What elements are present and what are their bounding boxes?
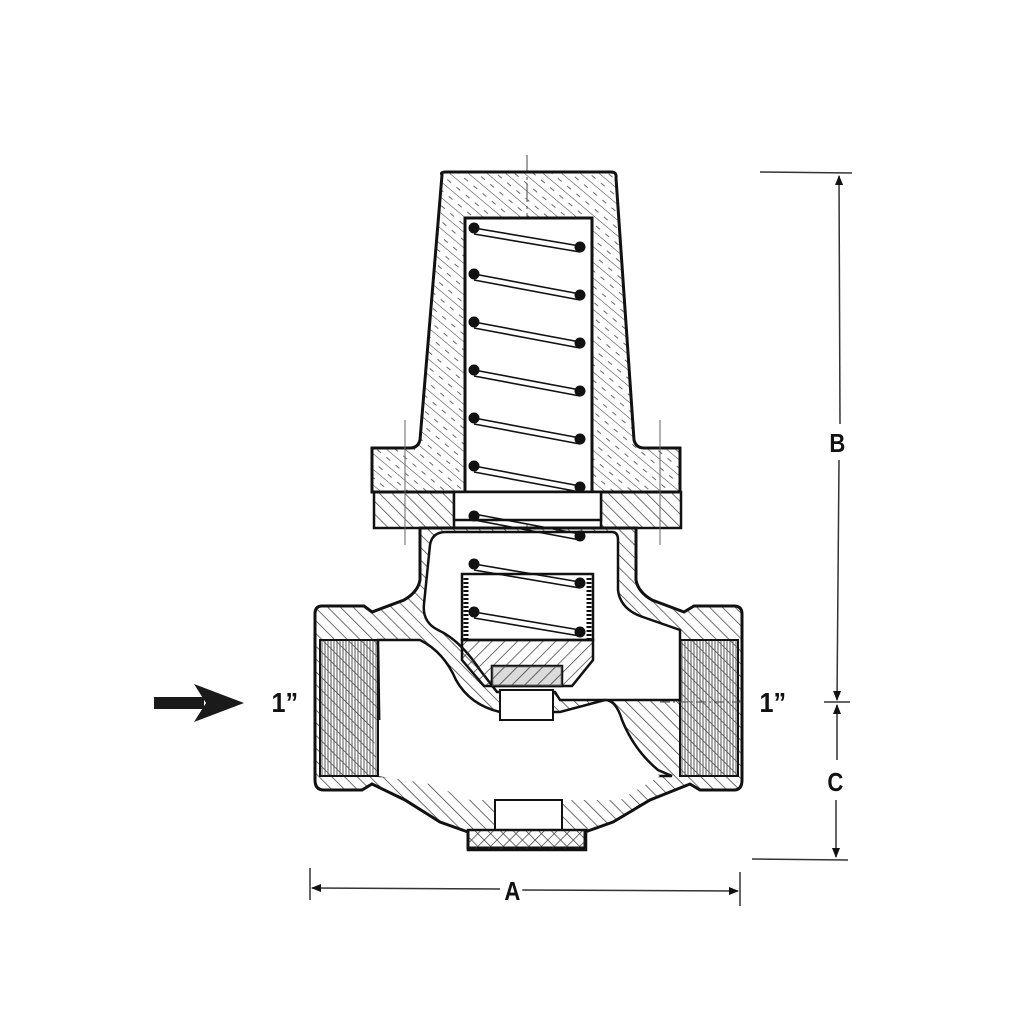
bottom-plug bbox=[466, 828, 588, 852]
outlet-port bbox=[660, 639, 742, 777]
dimension-c-label: C bbox=[825, 767, 846, 797]
arrow-right-icon bbox=[154, 684, 244, 722]
inlet-port bbox=[319, 639, 379, 777]
inlet-size-label: 1” bbox=[271, 687, 299, 718]
dimension-b-label: B bbox=[827, 428, 848, 458]
valve-disc-cup bbox=[460, 572, 595, 688]
dimension-b-c-lines bbox=[751, 171, 853, 861]
dimension-a-line bbox=[309, 868, 741, 906]
outlet-size-label: 1” bbox=[759, 687, 787, 718]
spring-coil-ends bbox=[468, 222, 586, 638]
bonnet-flange bbox=[372, 420, 683, 545]
dimension-a-label: A bbox=[502, 876, 523, 906]
spring bbox=[473, 227, 581, 637]
